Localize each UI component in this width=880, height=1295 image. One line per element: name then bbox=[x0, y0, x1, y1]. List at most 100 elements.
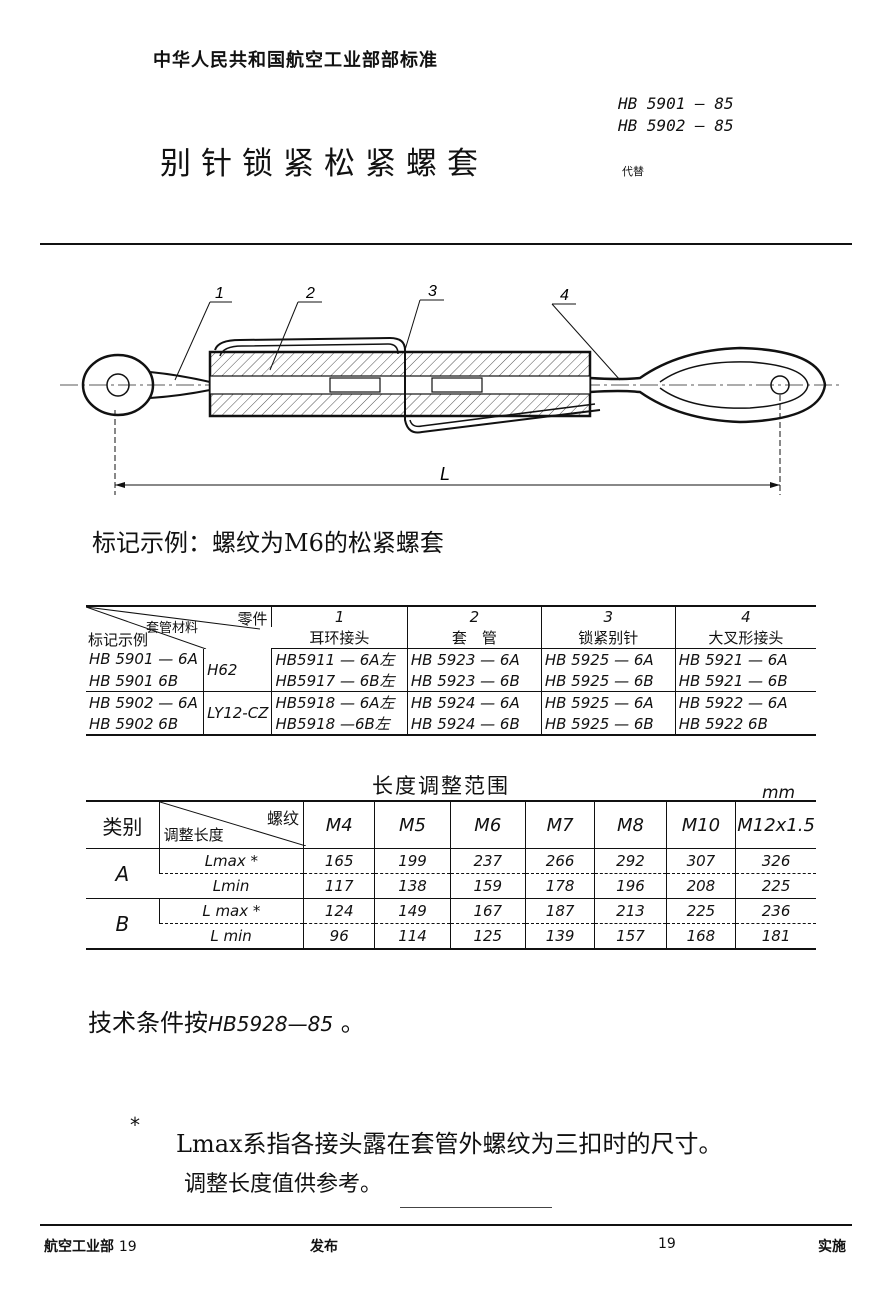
marking-cell: HB 5902 6B bbox=[86, 713, 204, 736]
footer-impl-year: 19 bbox=[658, 1236, 676, 1252]
value-cell: 159 bbox=[449, 873, 526, 899]
value-cell: 114 bbox=[374, 923, 451, 950]
part-cell: HB 5925 — 6B bbox=[540, 670, 676, 692]
standard-code: HB 5902 — 85 bbox=[618, 116, 734, 135]
issuing-authority: 中华人民共和国航空工业部部标准 bbox=[153, 50, 438, 71]
marking-example: 标记示例：螺纹为M6的松紧螺套 bbox=[92, 529, 444, 557]
part-cell: HB 5922 — 6A bbox=[674, 691, 816, 713]
value-cell: 117 bbox=[303, 873, 375, 899]
thread-header: M7 bbox=[524, 800, 595, 849]
value-cell: 292 bbox=[594, 848, 667, 874]
part-name: 耳环接头 bbox=[271, 627, 408, 649]
table-row: HB 5902 — 6A LY12-CZ HB5918 — 6A左 HB 592… bbox=[86, 691, 816, 736]
value-cell: 208 bbox=[665, 873, 736, 899]
value-cell: 236 bbox=[735, 898, 816, 924]
table-row: L min 96 114 125 139 157 168 181 bbox=[86, 923, 816, 950]
parts-table: 零件 套管材料 标记示例 1 2 3 4 耳环接头 套 管 锁紧别针 大叉形接头… bbox=[86, 605, 816, 736]
part-cell: HB 5923 — 6A bbox=[406, 648, 542, 670]
part-name: 大叉形接头 bbox=[674, 627, 816, 649]
part-cell: HB 5924 — 6A bbox=[406, 691, 542, 713]
technical-conditions: 技术条件按HB5928—85 。 bbox=[88, 1003, 365, 1038]
part-number: 4 bbox=[674, 605, 816, 627]
corner-header: 零件 套管材料 标记示例 bbox=[86, 605, 272, 649]
value-cell: 225 bbox=[665, 898, 736, 924]
part-number: 3 bbox=[540, 605, 676, 627]
note-rule bbox=[400, 1207, 552, 1208]
footer-implement: 实施 bbox=[818, 1239, 846, 1255]
category-header: 类别 bbox=[86, 800, 160, 849]
range-table-caption: 长度调整范围 bbox=[372, 774, 510, 798]
value-cell: 124 bbox=[303, 898, 375, 924]
range-table-unit: mm bbox=[762, 783, 796, 803]
thread-header: M8 bbox=[594, 800, 667, 849]
table-row: HB 5901 6B HB5917 — 6B左 HB 5923 — 6B HB … bbox=[86, 670, 816, 692]
corner-label-marking: 标记示例 bbox=[88, 631, 149, 649]
material-cell: H62 bbox=[203, 648, 272, 692]
marking-cell: HB 5901 6B bbox=[86, 670, 204, 692]
category-cell: B bbox=[86, 898, 160, 950]
part-cell: HB 5925 — 6A bbox=[540, 648, 676, 670]
category-cell: A bbox=[86, 848, 160, 899]
value-cell: 149 bbox=[374, 898, 451, 924]
value-cell: 196 bbox=[594, 873, 667, 899]
length-label: L max * bbox=[158, 898, 304, 924]
value-cell: 225 bbox=[735, 873, 816, 899]
value-cell: 181 bbox=[735, 923, 816, 950]
standard-code: HB 5901 — 85 bbox=[618, 94, 734, 113]
part-number: 1 bbox=[271, 605, 408, 627]
value-cell: 187 bbox=[524, 898, 595, 924]
value-cell: 307 bbox=[665, 848, 736, 874]
thread-header: M12x1.5 bbox=[735, 800, 816, 849]
value-cell: 157 bbox=[594, 923, 667, 950]
part-name: 套 管 bbox=[406, 627, 542, 649]
table-row: B L max * 124 149 167 187 213 225 236 bbox=[86, 898, 816, 950]
length-label: L min bbox=[159, 923, 304, 950]
corner-label-length: 调整长度 bbox=[163, 826, 224, 844]
thread-header: M10 bbox=[665, 800, 736, 849]
value-cell: 138 bbox=[374, 873, 451, 899]
value-cell: 168 bbox=[665, 923, 736, 950]
footer-rule bbox=[40, 1224, 852, 1226]
part-cell: HB 5921 — 6A bbox=[674, 648, 816, 670]
part-cell: HB5918 — 6A左 bbox=[271, 691, 408, 713]
footnote-line-1: Lmax系指各接头露在套管外螺纹为三扣时的尺寸。 bbox=[176, 1130, 723, 1158]
callout-2: 2 bbox=[305, 285, 315, 302]
value-cell: 167 bbox=[449, 898, 526, 924]
value-cell: 326 bbox=[735, 848, 816, 874]
footnote-line-2: 调整长度值供参考。 bbox=[184, 1172, 383, 1197]
tech-suffix: 。 bbox=[340, 1009, 365, 1037]
marking-cell: HB 5902 — 6A bbox=[89, 693, 198, 712]
value-cell: 199 bbox=[374, 848, 451, 874]
callout-1: 1 bbox=[215, 285, 224, 302]
marking-cell: HB 5901 — 6A bbox=[89, 650, 198, 669]
material-cell: LY12-CZ bbox=[203, 691, 272, 736]
value-cell: 96 bbox=[303, 923, 375, 950]
part-cell: HB 5924 — 6B bbox=[406, 713, 542, 736]
table-row: A Lmax * 165 199 237 266 292 307 326 bbox=[86, 848, 816, 899]
value-cell: 266 bbox=[524, 848, 595, 874]
tech-prefix: 技术条件按 bbox=[88, 1009, 208, 1037]
value-cell: 139 bbox=[524, 923, 595, 950]
thread-header: M6 bbox=[449, 800, 526, 849]
table-row: Lmin 117 138 159 178 196 208 225 bbox=[86, 873, 816, 899]
corner-label-parts: 零件 bbox=[237, 610, 268, 628]
turnbuckle-drawing: 1 2 3 4 L bbox=[60, 283, 840, 495]
tech-reference: HB5928—85 bbox=[208, 1012, 334, 1036]
callout-4: 4 bbox=[560, 287, 569, 304]
value-cell: 178 bbox=[524, 873, 595, 899]
replaces-label: 代替 bbox=[622, 165, 644, 178]
thread-header: M5 bbox=[374, 800, 451, 849]
corner-header: 螺纹 调整长度 bbox=[158, 800, 306, 849]
part-cell: HB 5921 — 6B bbox=[674, 670, 816, 692]
value-cell: 213 bbox=[594, 898, 667, 924]
part-cell: HB 5922 6B bbox=[674, 713, 816, 736]
part-cell: HB5918 —6B左 bbox=[271, 713, 408, 736]
callout-3: 3 bbox=[428, 283, 437, 300]
value-cell: 125 bbox=[449, 923, 526, 950]
part-cell: HB5911 — 6A左 bbox=[271, 648, 408, 670]
standard-codes: HB 5901 — 85 HB 5902 — 85 bbox=[618, 93, 734, 137]
table-row: HB 5901 — 6A H62 HB5911 — 6A左 HB 5923 — … bbox=[86, 648, 816, 692]
value-cell: 237 bbox=[449, 848, 526, 874]
dimension-label: L bbox=[440, 464, 450, 484]
footer-ministry: 航空工业部 19 bbox=[44, 1236, 137, 1256]
